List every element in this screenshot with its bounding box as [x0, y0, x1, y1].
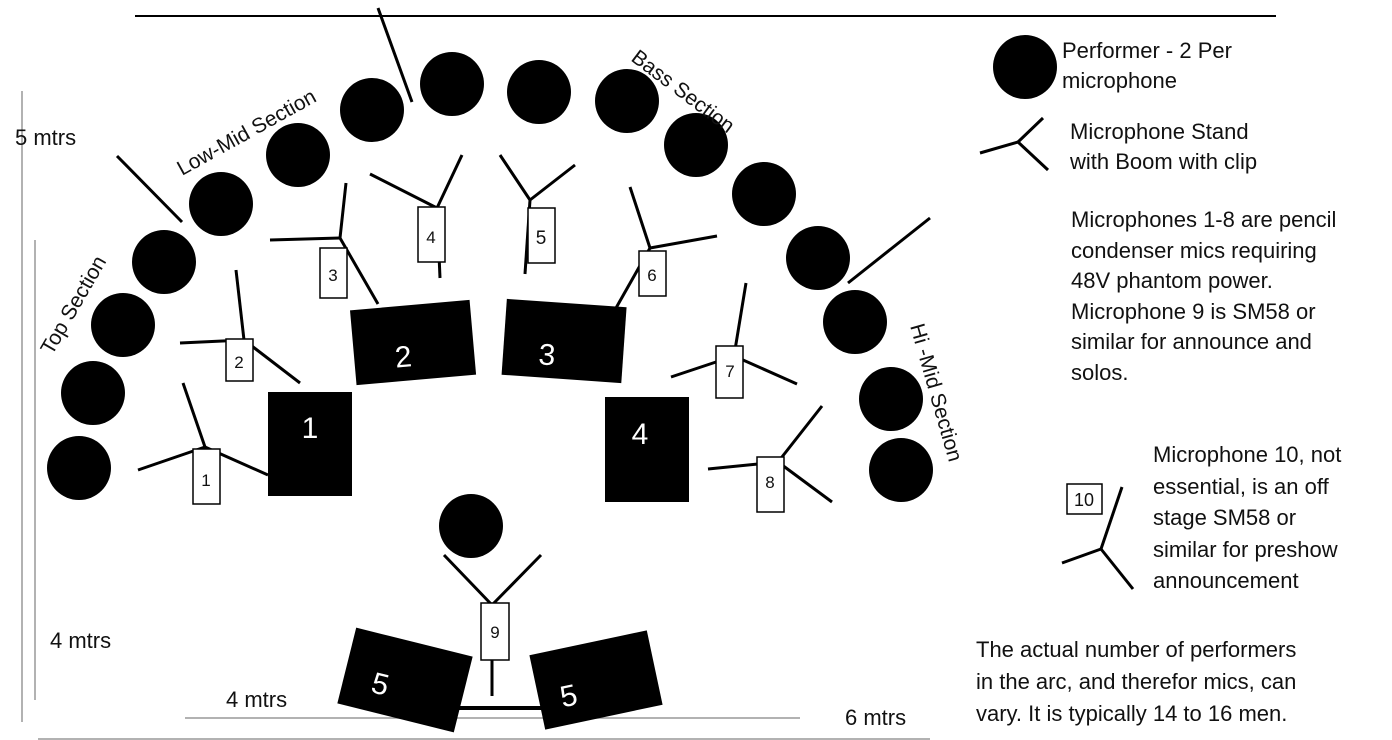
speaker-5-left: 5 [337, 627, 473, 733]
mic-stand-4 [369, 154, 464, 279]
performer [47, 436, 111, 500]
svg-text:8: 8 [765, 473, 774, 492]
legend-stand-icon [979, 116, 1050, 172]
performer [266, 123, 330, 187]
dimension-left-bottom: 4 mtrs [50, 628, 112, 653]
performer [823, 290, 887, 354]
performer [869, 438, 933, 502]
speaker-2: 2 [350, 299, 477, 386]
mic-label-8: 8 [756, 456, 785, 513]
performer [732, 162, 796, 226]
mic-label-4: 4 [417, 206, 446, 263]
mic-label-1: 1 [192, 448, 221, 505]
performer [595, 69, 659, 133]
svg-text:1: 1 [201, 471, 210, 490]
speaker-label: 4 [632, 418, 649, 451]
mic-label-7: 7 [715, 345, 744, 399]
mic10-label: 10 [1074, 490, 1094, 510]
speaker-4: 4 [605, 397, 689, 502]
boom-line [847, 216, 931, 285]
speaker-3: 3 [501, 298, 627, 384]
performer [859, 367, 923, 431]
svg-text:2: 2 [234, 353, 243, 372]
speakers: 1 2 3 4 5 5 [268, 298, 689, 733]
mic-label-5: 5 [527, 207, 556, 264]
mic-label-6: 6 [638, 250, 667, 297]
mic-label-9: 9 [480, 602, 510, 661]
speaker-label: 3 [538, 338, 557, 372]
svg-text:4: 4 [426, 228, 435, 247]
performer [132, 230, 196, 294]
performer-soloist [439, 494, 503, 558]
svg-text:3: 3 [328, 266, 337, 285]
mic-label-3: 3 [319, 247, 348, 299]
mic-label-2: 2 [225, 338, 254, 382]
performer [340, 78, 404, 142]
performer [664, 113, 728, 177]
dimension-left-top: 5 mtrs [15, 125, 77, 150]
mic-labels: 1 2 3 4 5 6 7 8 9 [192, 206, 785, 661]
legend-mic10-icon: 10 [1061, 483, 1135, 590]
performer [61, 361, 125, 425]
svg-text:7: 7 [725, 362, 734, 381]
speaker-1: 1 [268, 392, 352, 496]
svg-text:5: 5 [536, 228, 547, 249]
performer [189, 172, 253, 236]
performer [507, 60, 571, 124]
dimension-bottom-left: 4 mtrs [226, 687, 288, 712]
boom-line [115, 154, 184, 224]
performer [91, 293, 155, 357]
boom-line [376, 7, 414, 103]
performers [47, 52, 933, 558]
legend-performer-icon [993, 35, 1057, 99]
performer [786, 226, 850, 290]
speaker-5-right: 5 [529, 630, 663, 730]
performer [420, 52, 484, 116]
svg-text:9: 9 [490, 623, 499, 642]
speaker-label: 1 [302, 412, 319, 445]
speaker-label: 5 [557, 679, 580, 715]
dimension-bottom-right: 6 mtrs [845, 705, 907, 730]
speaker-label: 2 [394, 340, 414, 374]
svg-text:6: 6 [647, 266, 656, 285]
